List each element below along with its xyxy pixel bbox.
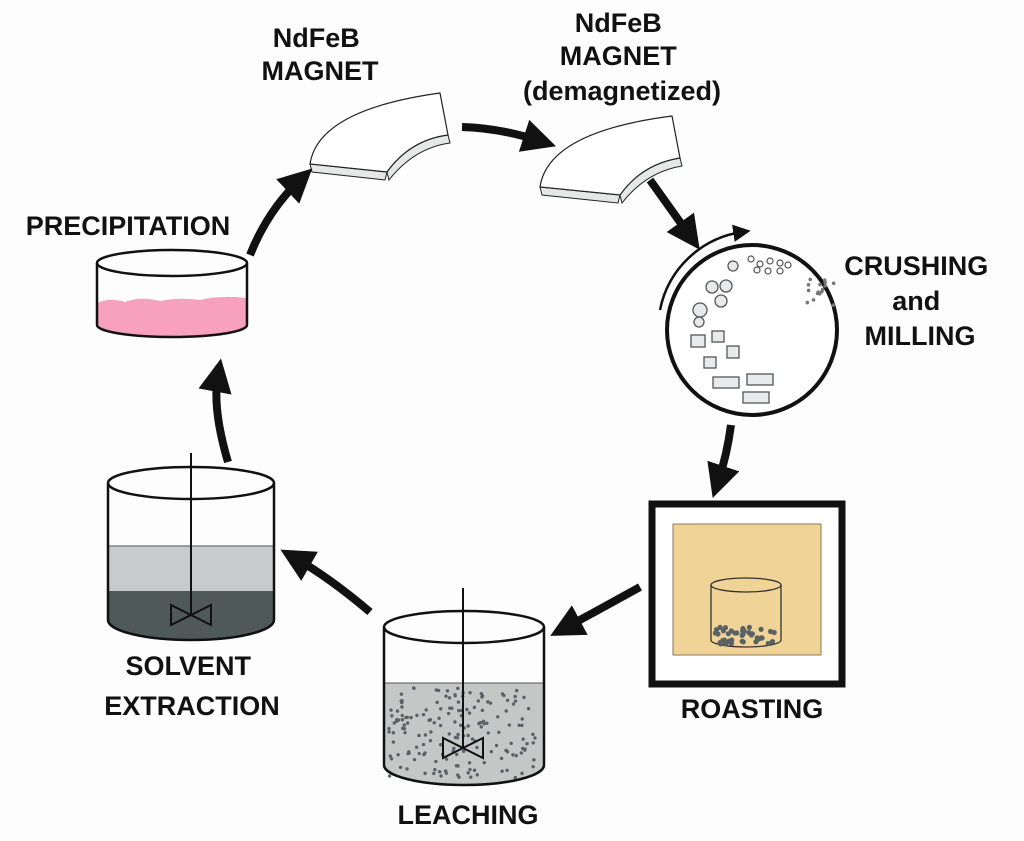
solvent-extraction-tank-icon — [106, 453, 276, 642]
arrow-crushing-to-roasting — [707, 424, 740, 498]
label-leaching: LEACHING — [398, 800, 539, 830]
demagnetized-magnet-icon — [539, 115, 683, 205]
furnace-icon — [648, 500, 846, 688]
precipitation-dish-icon — [95, 248, 249, 339]
label-crushing: CRUSHING and MILLING — [844, 251, 996, 351]
ball-mill-icon — [658, 224, 839, 417]
label-roasting: ROASTING — [681, 694, 824, 724]
label-solvent-extraction: SOLVENT EXTRACTION — [104, 651, 280, 721]
flow-arrows — [198, 119, 740, 636]
arrow-roasting-to-leaching — [550, 583, 642, 636]
arrow-leaching-to-solvent — [280, 549, 373, 616]
arrow-magnet-to-demagnetized — [461, 119, 556, 152]
arrow-precipitation-to-magnet — [246, 168, 313, 257]
label-precipitation: PRECIPITATION — [26, 211, 231, 241]
arrow-solvent-to-precipitation — [198, 358, 232, 464]
leaching-tank-icon — [382, 588, 546, 787]
magnet-icon — [309, 92, 451, 182]
label-demagnetized: NdFeB MAGNET (demagnetized) — [523, 8, 721, 106]
arrow-demagnetized-to-crushing — [646, 177, 700, 250]
label-magnet: NdFeB MAGNET — [262, 23, 379, 86]
